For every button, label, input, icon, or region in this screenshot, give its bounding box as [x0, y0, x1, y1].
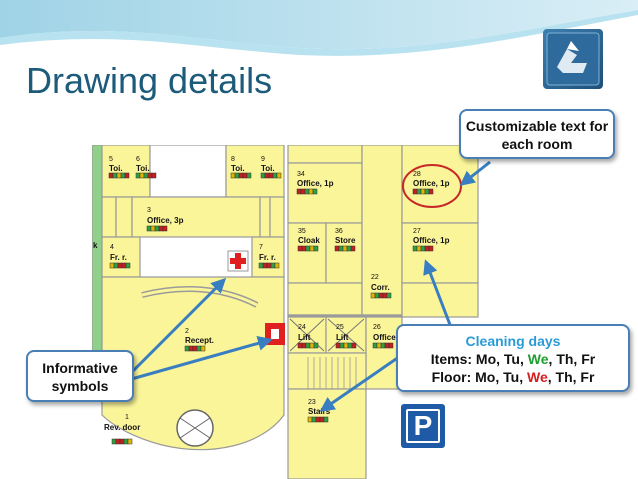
- items-label: Items:: [430, 351, 473, 367]
- room-number: 27: [413, 228, 421, 235]
- cleaning-items-line: Items: Mo, Tu, We, Th, Fr: [430, 351, 596, 367]
- day-th: Th: [556, 351, 574, 367]
- day-tu: Tu: [503, 369, 520, 385]
- cleaning-day-box: [200, 345, 206, 352]
- callout-text: Informative symbols: [42, 360, 118, 394]
- day-we-highlight: We: [526, 369, 548, 385]
- room-number: 28: [413, 171, 421, 178]
- room-number: 9: [261, 156, 265, 163]
- cleaning-floor-line: Floor: Mo, Tu, We, Th, Fr: [431, 369, 595, 385]
- cleaning-day-box: [351, 342, 357, 349]
- room-name: Office: [373, 333, 396, 342]
- room-number: 7: [259, 244, 263, 251]
- room-name: Lift: [298, 333, 311, 342]
- cleaning-day-box: [127, 438, 133, 445]
- room-name: Fr. r.: [259, 253, 276, 262]
- room-number: 34: [297, 171, 305, 178]
- parking-icon: P: [401, 404, 445, 448]
- callout-text: Customizable text for each room: [465, 118, 609, 152]
- room-number: 24: [298, 324, 306, 331]
- arrow-to-day-boxes-27: [423, 259, 454, 331]
- room-number: 23: [308, 399, 316, 406]
- cleaning-day-box: [125, 262, 131, 269]
- day-we-highlight: We: [527, 351, 549, 367]
- day-mo: Mo: [475, 369, 496, 385]
- cleaning-days-callout: Cleaning days Items: Mo, Tu, We, Th, Fr …: [396, 324, 630, 392]
- first-aid-icon: [227, 250, 249, 272]
- room-name: Toi.: [136, 164, 150, 173]
- room-name: Toi.: [261, 164, 275, 173]
- floor-plan: 5 Toi. 6 Toi. 8 Toi. 9 Toi. 34 Office, 1…: [92, 145, 488, 479]
- logo-icon: [543, 29, 603, 89]
- cleaning-day-box: [388, 342, 394, 349]
- room-number: 25: [336, 324, 344, 331]
- floor-label: Floor:: [431, 369, 472, 385]
- parking-letter: P: [406, 409, 440, 443]
- room-name: Recept.: [185, 336, 214, 345]
- room-name: Office, 1p: [297, 179, 334, 188]
- day-fr: Fr: [581, 351, 596, 367]
- room-number: 36: [335, 228, 343, 235]
- cleaning-day-box: [246, 172, 252, 179]
- cleaning-days-title: Cleaning days: [465, 333, 561, 349]
- day-mo: Mo: [475, 351, 497, 367]
- room-name: Office, 1p: [413, 179, 450, 188]
- highlight-ring: [402, 164, 462, 208]
- arrow-to-first-aid: [126, 277, 227, 378]
- cleaning-day-box: [276, 172, 282, 179]
- room-name: Office, 3p: [147, 216, 184, 225]
- cleaning-day-box: [313, 245, 319, 252]
- cleaning-day-box: [274, 262, 280, 269]
- room-name: Fr. r.: [110, 253, 127, 262]
- day-tu: Tu: [503, 351, 520, 367]
- room-name: Corr.: [371, 283, 390, 292]
- room-name: Toi.: [109, 164, 123, 173]
- cleaning-day-box: [428, 188, 434, 195]
- cleaning-day-box: [323, 416, 329, 423]
- cleaning-day-box: [312, 188, 318, 195]
- room-name: Cloak: [298, 236, 320, 245]
- arrow-to-extinguisher: [127, 336, 273, 382]
- arrow-to-room-label: [459, 160, 491, 186]
- cleaning-day-box: [350, 245, 356, 252]
- room-number: 4: [110, 244, 114, 251]
- room-name: Office, 1p: [413, 236, 450, 245]
- informative-symbols-callout: Informative symbols: [26, 350, 134, 402]
- room-number: 3: [147, 207, 151, 214]
- cleaning-day-box: [313, 342, 319, 349]
- day-fr: Fr: [580, 369, 595, 385]
- room-number: 26: [373, 324, 381, 331]
- day-th: Th: [555, 369, 573, 385]
- cleaning-day-box: [386, 292, 392, 299]
- room-name: Lift: [336, 333, 349, 342]
- room-name: Toi.: [231, 164, 245, 173]
- room-number: 35: [298, 228, 306, 235]
- room-number: 1: [125, 414, 129, 421]
- cleaning-day-box: [151, 172, 157, 179]
- cleaning-day-box: [124, 172, 130, 179]
- cleaning-day-box: [428, 245, 434, 252]
- floor-plan-drawing: [92, 145, 479, 479]
- header-wave-decoration: [0, 0, 638, 70]
- room-number: 5: [109, 156, 113, 163]
- room-name: Stairs: [308, 407, 331, 416]
- room-number: 6: [136, 156, 140, 163]
- room-number: 8: [231, 156, 235, 163]
- cleaning-day-box: [162, 225, 168, 232]
- room-number: 22: [371, 274, 379, 281]
- edge-letter: k: [93, 241, 98, 250]
- room-name: Store: [335, 236, 356, 245]
- room-name: Rev. door: [104, 423, 141, 432]
- slide-title: Drawing details: [26, 60, 273, 101]
- room-number: 2: [185, 328, 189, 335]
- customizable-text-callout: Customizable text for each room: [459, 109, 615, 159]
